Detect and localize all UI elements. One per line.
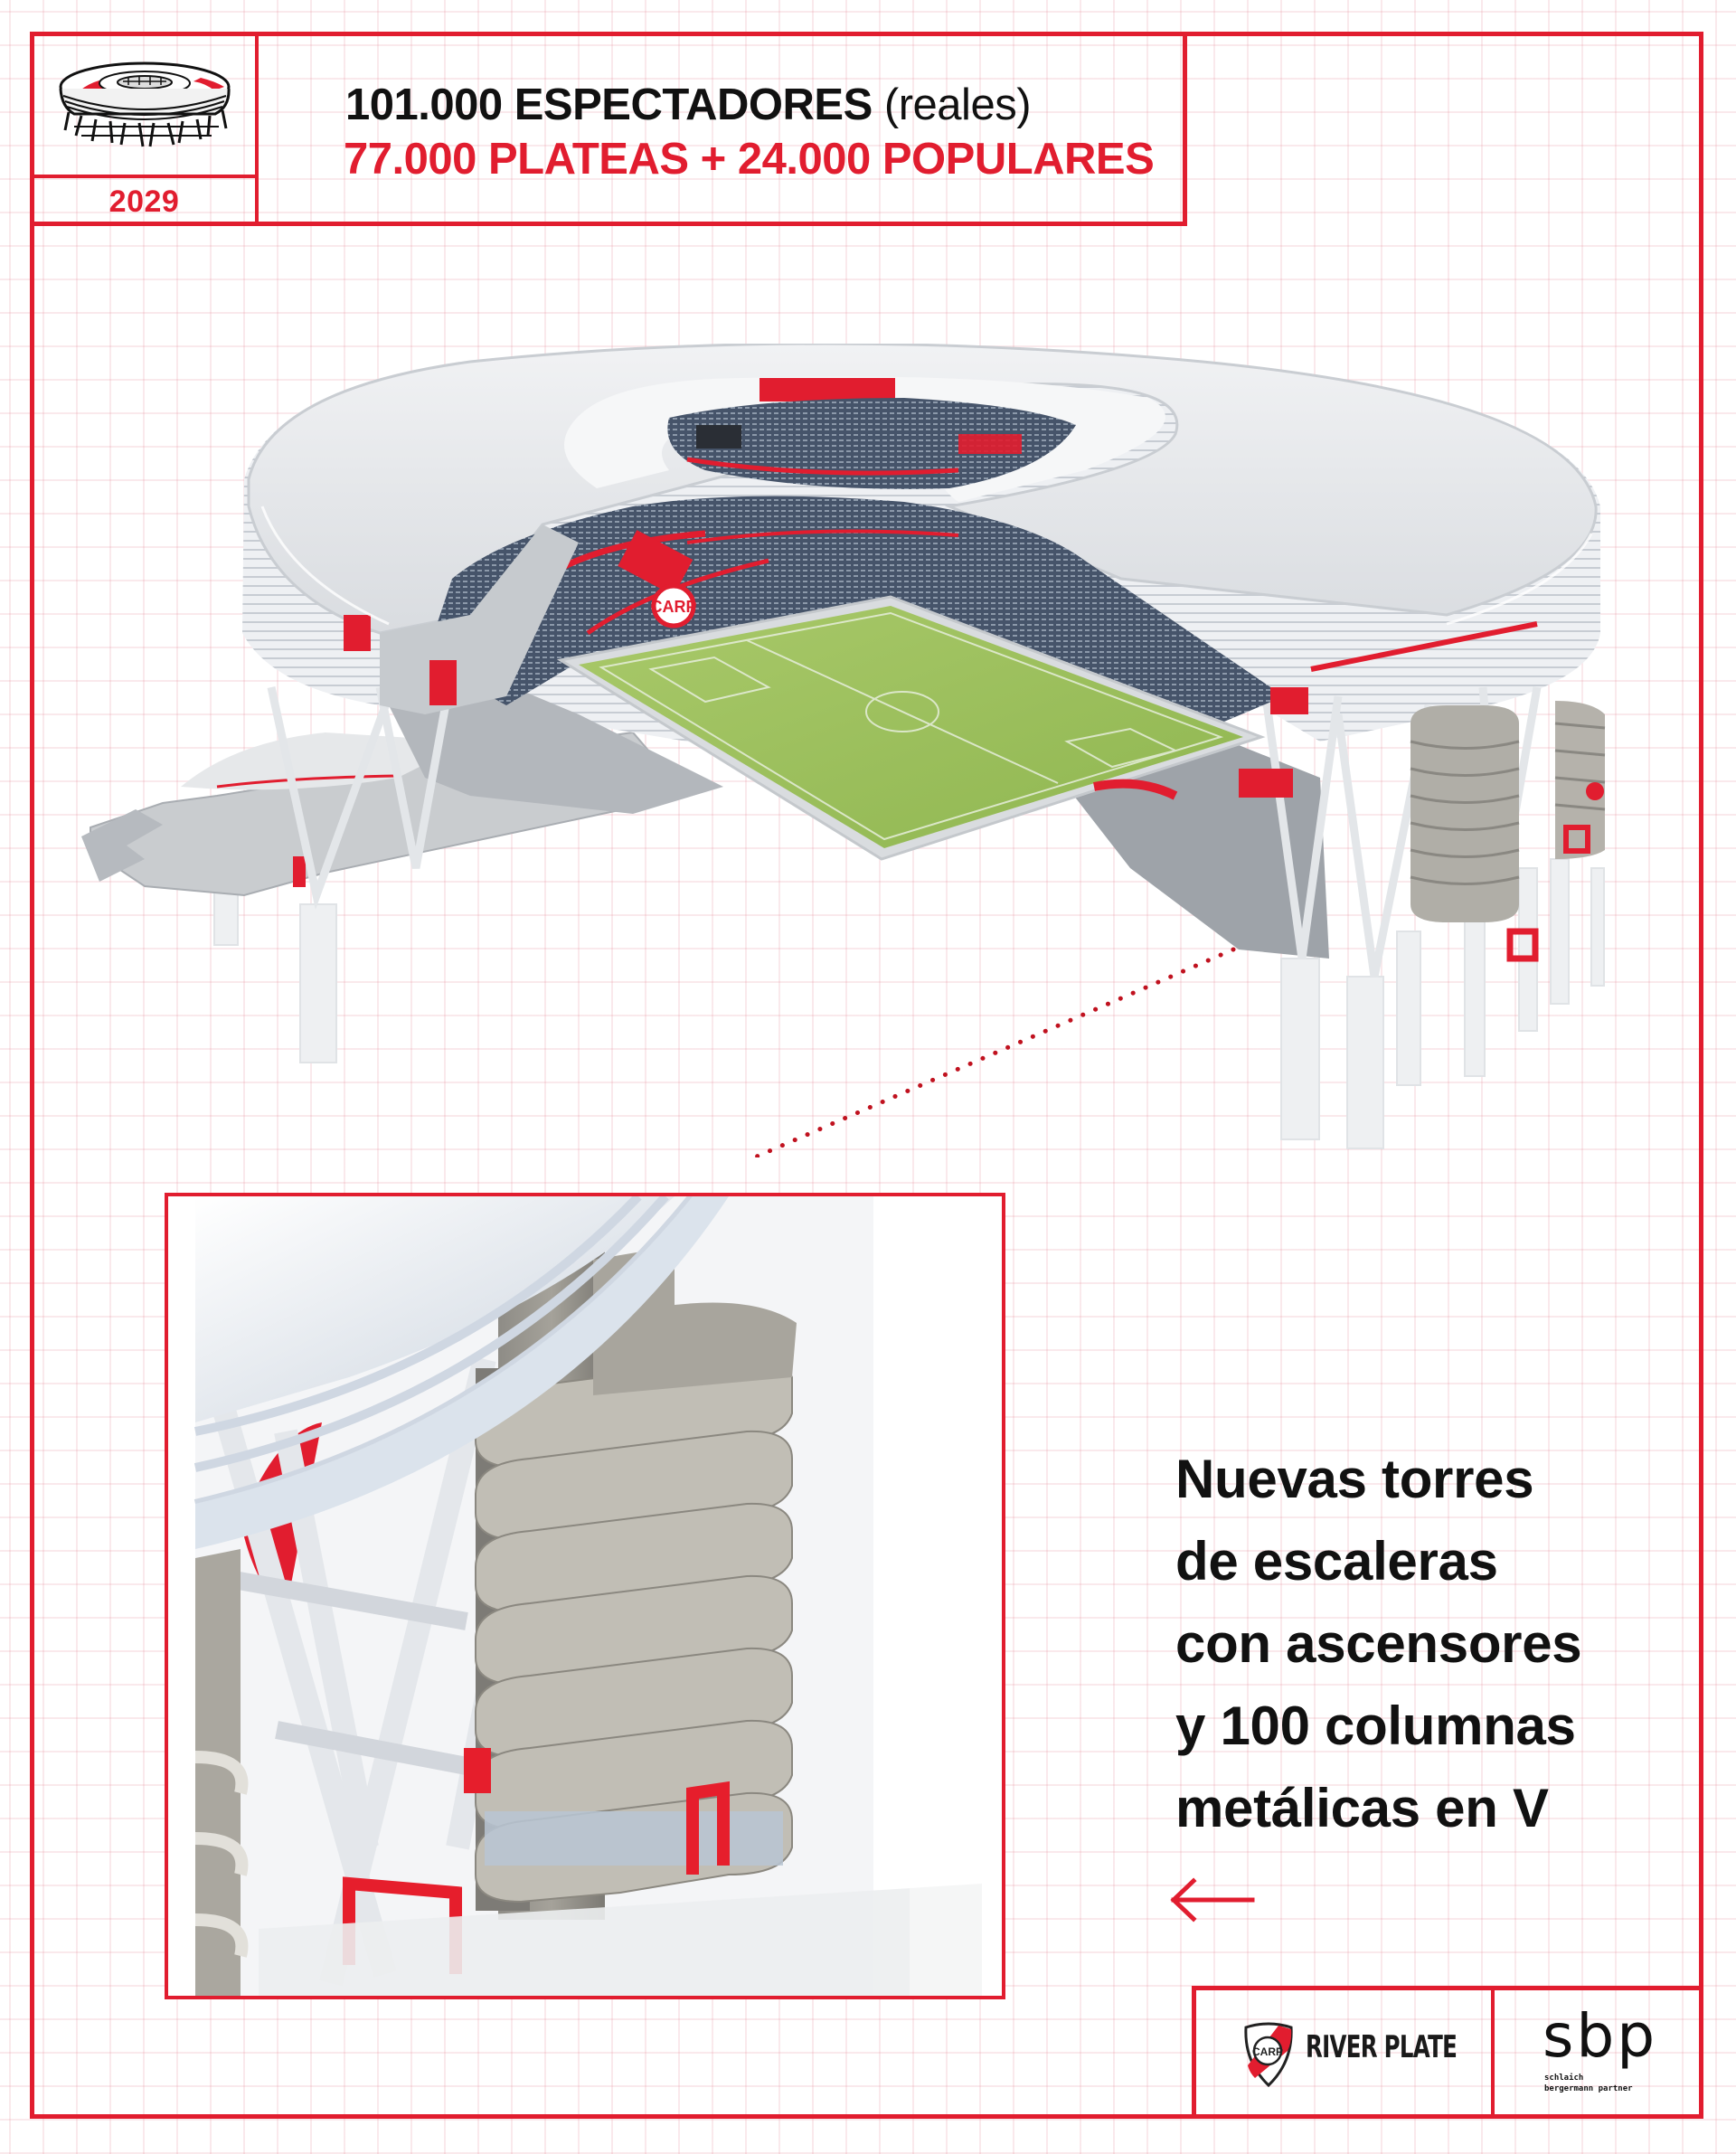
inset-detail-frame — [165, 1193, 1005, 1999]
svg-text:CARP: CARP — [1252, 2045, 1283, 2058]
detail-caption: Nuevas torres de escaleras con ascensore… — [1175, 1438, 1582, 1849]
caption-line: Nuevas torres — [1175, 1449, 1534, 1509]
caption-line: con ascensores — [1175, 1613, 1582, 1674]
stair-tower-detail-rendering — [168, 1196, 1002, 1996]
stadium-sketch-icon — [59, 61, 231, 147]
header-divider — [30, 175, 259, 178]
leader-line — [749, 947, 1236, 1157]
partner-logo: sbp — [1543, 2001, 1658, 2071]
club-name: RIVER PLATE — [1306, 2029, 1458, 2065]
caption-line: metálicas en V — [1175, 1778, 1549, 1838]
outer-frame — [30, 32, 1703, 2119]
capacity-main: 101.000 ESPECTADORES — [345, 80, 873, 129]
partner-sub-line1: schlaich — [1544, 2074, 1584, 2083]
svg-text:CARP: CARP — [650, 598, 696, 616]
partner-subtitle: schlaich bergermann partner — [1544, 2073, 1633, 2094]
header-box — [30, 32, 1187, 226]
year-label: 2029 — [108, 184, 180, 219]
arrow-left-icon — [1170, 1877, 1255, 1923]
footer-divider — [1491, 1986, 1495, 2119]
capacity-title: 101.000 ESPECTADORES (reales) — [345, 80, 1032, 130]
capacity-breakdown: 77.000 PLATEAS + 24.000 POPULARES — [344, 135, 1155, 184]
footer-logos-box — [1192, 1986, 1703, 2119]
stadium-rendering: CARP — [81, 344, 1606, 1157]
partner-sub-line2: bergermann partner — [1544, 2084, 1633, 2093]
header-icon-cell — [30, 32, 259, 226]
capacity-note: (reales) — [883, 80, 1032, 129]
caption-line: de escaleras — [1175, 1531, 1498, 1592]
river-plate-crest-icon: CARP — [1244, 2022, 1293, 2087]
caption-line: y 100 columnas — [1175, 1696, 1576, 1756]
